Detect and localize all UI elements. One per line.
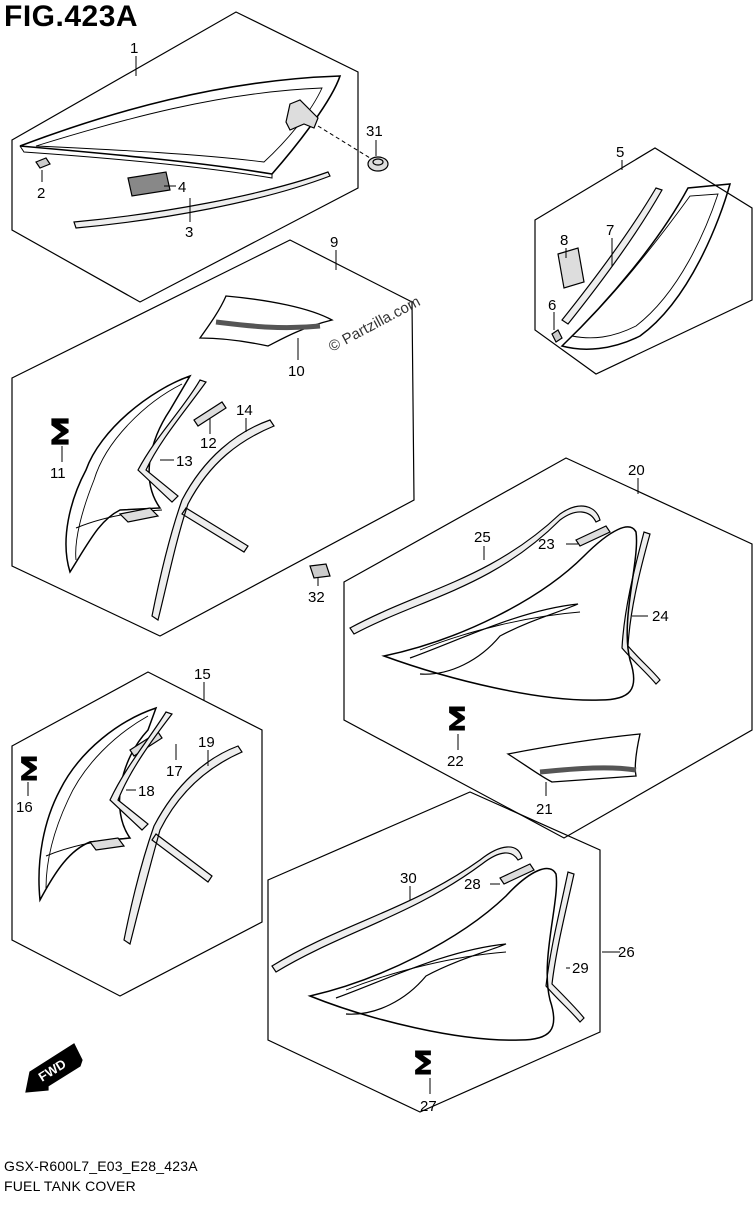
figure-name: FUEL TANK COVER (4, 1178, 136, 1194)
callout-28: 28 (464, 876, 481, 893)
callout-12: 12 (200, 435, 217, 452)
callout-25: 25 (474, 529, 491, 546)
callout-8: 8 (560, 232, 568, 249)
callout-22: 22 (447, 753, 464, 770)
callout-16: 16 (16, 799, 33, 816)
figure-title: FIG.423A (4, 0, 139, 33)
group-box-9 (11, 239, 415, 637)
part-3-strip (73, 171, 331, 229)
callout-17: 17 (166, 763, 183, 780)
callout-31: 31 (366, 123, 383, 140)
callout-24: 24 (652, 608, 669, 625)
group-box-15 (11, 671, 263, 997)
callout-5: 5 (616, 144, 624, 161)
part-5-cover (560, 183, 732, 350)
part-22-emblem (449, 706, 465, 731)
callout-4: 4 (178, 179, 186, 196)
part-32-clip (309, 563, 331, 579)
part-19-trim (123, 745, 243, 945)
callout-30: 30 (400, 870, 417, 887)
callout-23: 23 (538, 536, 555, 553)
callout-27: 27 (420, 1098, 437, 1115)
callout-18: 18 (138, 783, 155, 800)
part-21-panel (506, 733, 641, 783)
part-26-side-cover (307, 867, 558, 1041)
part-16-emblem (21, 756, 37, 781)
callout-20: 20 (628, 462, 645, 479)
part-25-strip (349, 505, 601, 635)
part-24-trim (621, 531, 661, 685)
callout-2: 2 (37, 185, 45, 202)
part-14-trim (151, 419, 275, 621)
callout-26: 26 (618, 944, 635, 961)
group-box-5 (534, 147, 753, 375)
callout-numbers: 1 2 3 4 5 6 7 8 9 10 11 12 13 14 15 16 1… (16, 40, 669, 1115)
callout-32: 32 (308, 589, 325, 606)
part-6-clip (551, 329, 563, 343)
part-28-pad (499, 863, 535, 885)
callout-1: 1 (130, 40, 138, 57)
callout-11: 11 (50, 465, 66, 482)
part-30-strip (271, 846, 523, 973)
part-12-strip (193, 401, 227, 427)
part-29-trim (545, 871, 585, 1023)
part-1-tank-top-cover (19, 75, 342, 175)
part-8-pad (557, 247, 585, 289)
callout-9: 9 (330, 234, 338, 251)
callout-15: 15 (194, 666, 211, 683)
part-23-pad (575, 525, 611, 547)
callout-10: 10 (288, 363, 305, 380)
figure-code: GSX-R600L7_E03_E28_423A (4, 1158, 198, 1174)
callout-6: 6 (548, 297, 556, 314)
part-18-side-cover (38, 706, 158, 903)
callout-19: 19 (198, 734, 215, 751)
group-box-1 (11, 11, 359, 303)
part-20-side-cover (381, 526, 638, 701)
fwd-arrow-icon (25, 1043, 83, 1093)
part-2-clip (35, 157, 51, 169)
callout-21: 21 (536, 801, 553, 818)
callout-14: 14 (236, 402, 253, 419)
part-10-panel (198, 295, 334, 347)
callout-7: 7 (606, 222, 614, 239)
callout-29: 29 (572, 960, 589, 977)
part-4-pad (127, 171, 171, 197)
callout-3: 3 (185, 224, 193, 241)
part-27-emblem (415, 1050, 431, 1075)
group-box-26 (267, 791, 601, 1113)
group-box-20 (343, 457, 753, 839)
part-11-emblem (51, 418, 69, 445)
callout-13: 13 (176, 453, 193, 470)
watermark: © Partzilla.com (326, 293, 423, 355)
